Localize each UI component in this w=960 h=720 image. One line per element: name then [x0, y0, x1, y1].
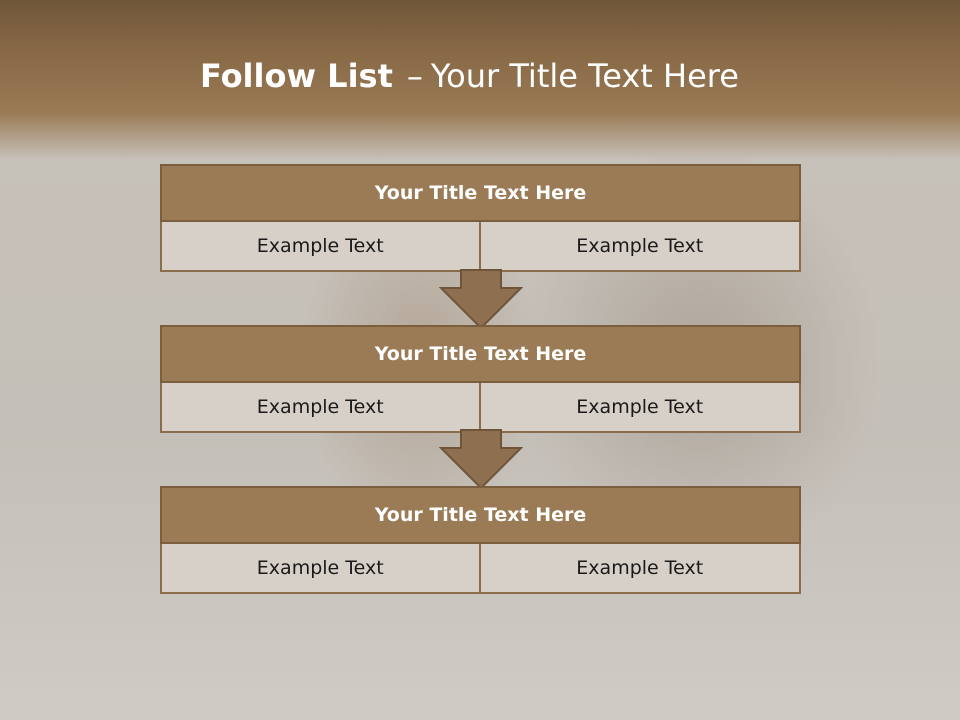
- block-cell-right: Example Text: [480, 222, 801, 272]
- slide-title-rest: Your Title Text Here: [430, 57, 739, 95]
- slide-title: Follow List–Your Title Text Here: [200, 54, 739, 98]
- down-arrow-icon: [439, 269, 523, 330]
- down-arrow-icon: [439, 429, 523, 490]
- block-cell-left: Example Text: [160, 383, 481, 433]
- slide-title-bold: Follow List: [200, 57, 393, 95]
- list-block-3: Your Title Text Here Example Text Exampl…: [160, 486, 801, 594]
- list-block-1: Your Title Text Here Example Text Exampl…: [160, 164, 801, 272]
- header-band: [0, 0, 960, 160]
- block-cell-right: Example Text: [480, 383, 801, 433]
- block-title: Your Title Text Here: [160, 164, 801, 222]
- slide-title-separator: –: [406, 57, 423, 95]
- block-title: Your Title Text Here: [160, 486, 801, 544]
- block-cell-right: Example Text: [480, 544, 801, 594]
- list-block-2: Your Title Text Here Example Text Exampl…: [160, 325, 801, 433]
- block-cell-left: Example Text: [160, 544, 481, 594]
- block-cell-left: Example Text: [160, 222, 481, 272]
- block-title: Your Title Text Here: [160, 325, 801, 383]
